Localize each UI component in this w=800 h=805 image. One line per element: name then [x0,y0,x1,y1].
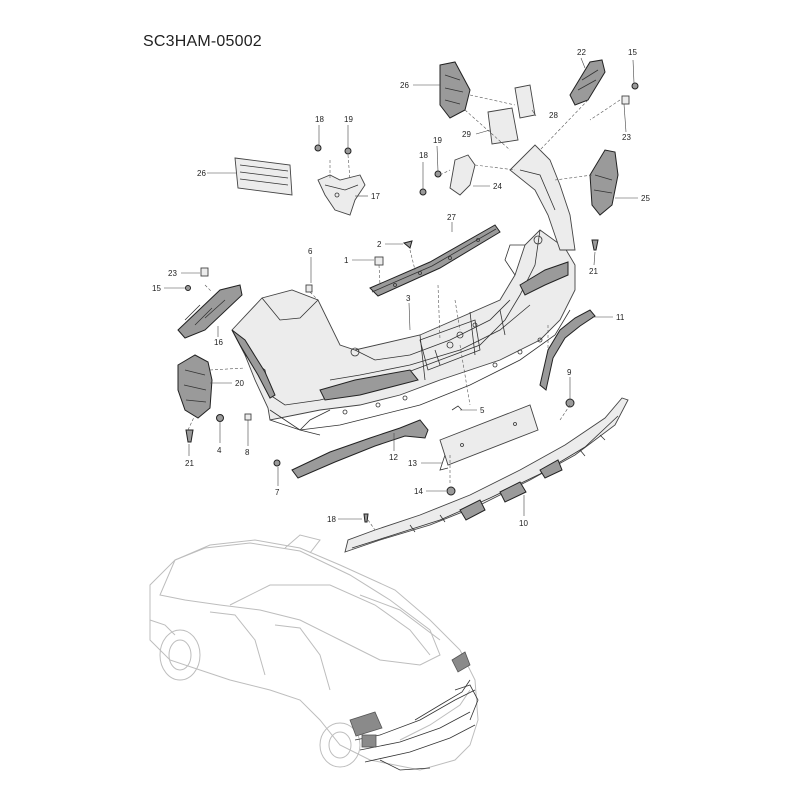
callout-21-left: 21 [185,459,194,468]
callout-25: 25 [641,194,650,203]
bracket-20 [177,354,213,419]
callout-7: 7 [275,488,280,497]
callout-5: 5 [480,406,485,415]
license-plate-bracket [439,404,539,471]
callout-18-lower: 18 [327,515,336,524]
callout-6: 6 [308,247,313,256]
lower-trim-strip [269,409,429,479]
callout-24: 24 [493,182,502,191]
callout-23-left: 23 [168,269,177,278]
callout-8: 8 [245,448,250,457]
callout-9: 9 [567,368,572,377]
callout-27: 27 [447,213,456,222]
callout-21-right: 21 [589,267,598,276]
callout-19-left: 19 [344,115,353,124]
callout-10: 10 [519,519,528,528]
callout-13: 13 [408,459,417,468]
callout-29: 29 [462,130,471,139]
callout-15-left: 15 [152,284,161,293]
bracket-24 [449,154,476,196]
bracket-17 [317,174,366,216]
vehicle-silhouette [149,534,479,771]
callout-2: 2 [377,240,382,249]
callout-17: 17 [371,192,380,201]
callout-19-center: 19 [433,136,442,145]
callout-16: 16 [214,338,223,347]
callout-1: 1 [344,256,349,265]
callout-labels: 26 22 15 28 29 23 18 19 19 18 26 17 24 2… [152,48,650,528]
assembly-lines [187,94,621,531]
bumper-side-right [509,144,576,251]
bracket-16 [177,284,243,339]
fasteners [185,82,639,523]
callout-22: 22 [577,48,586,57]
callout-23-right: 23 [622,133,631,142]
callout-4: 4 [217,446,222,455]
pad-29 [487,107,519,145]
side-molding-right [539,309,596,391]
callout-28: 28 [549,111,558,120]
callout-18-upper: 18 [315,115,324,124]
bracket-22 [569,59,606,106]
callout-3: 3 [406,294,411,303]
callout-15-right: 15 [628,48,637,57]
diagram-code: SC3HAM-05002 [143,33,262,50]
lower-diffuser [344,397,629,553]
vent-26-right [439,61,471,119]
callout-14: 14 [414,487,423,496]
leader-lines [164,57,638,520]
callout-26-left: 26 [197,169,206,178]
callout-20: 20 [235,379,244,388]
upper-trim-strip [369,224,501,297]
bracket-25 [589,149,619,216]
callout-18-center: 18 [419,151,428,160]
callout-11: 11 [616,313,625,322]
vent-26-left [234,157,293,196]
callout-26-upper: 26 [400,81,409,90]
callout-12: 12 [389,453,398,462]
rear-bumper-cover [231,229,576,431]
pad-28 [514,84,536,119]
